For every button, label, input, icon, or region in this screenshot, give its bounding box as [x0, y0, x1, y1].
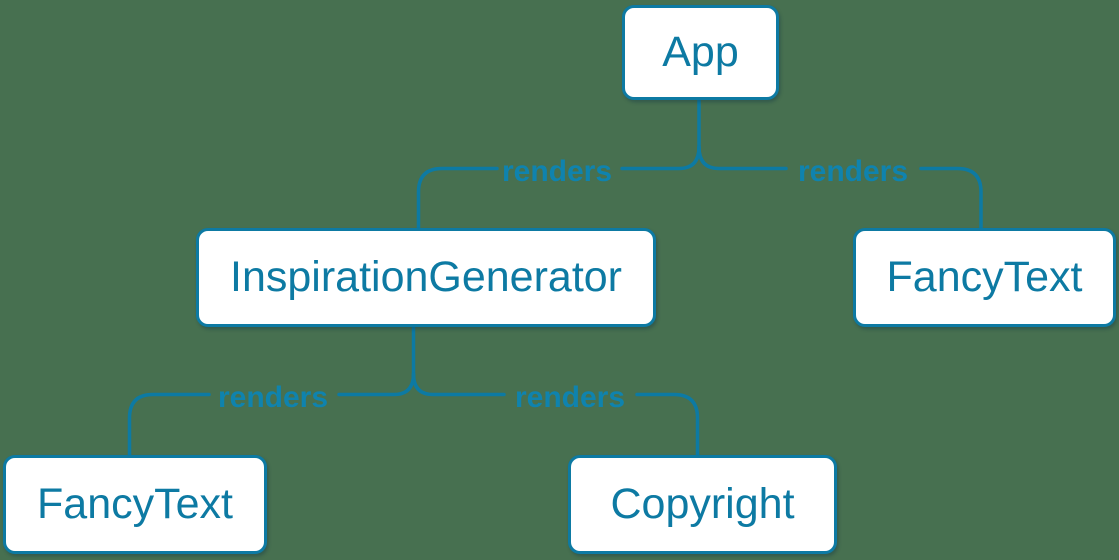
edge-inspirationgenerator-copyright-drop	[635, 392, 700, 458]
edge-app-inspirationgenerator-flare	[620, 145, 701, 171]
node-fancy-text-bottom: FancyText	[3, 455, 267, 554]
edge-inspirationgenerator-fancytext-flare	[337, 372, 416, 397]
node-copyright-label: Copyright	[610, 480, 795, 528]
node-inspiration-generator: InspirationGenerator	[196, 228, 656, 327]
node-fancy-text-top-label: FancyText	[886, 253, 1083, 301]
edge-label-app-fancytext: renders	[798, 155, 908, 188]
edge-label-inspirationgenerator-fancytext: renders	[218, 381, 328, 414]
edge-inspirationgenerator-copyright-flare	[411, 372, 506, 397]
node-copyright: Copyright	[568, 455, 837, 554]
edge-inspirationgenerator-fancytext-drop	[127, 392, 211, 458]
edge-app-fancytext-flare	[697, 145, 788, 171]
node-inspiration-generator-label: InspirationGenerator	[230, 253, 622, 301]
edge-app-fancytext-drop	[919, 166, 983, 231]
edge-label-app-inspirationgenerator: renders	[502, 155, 612, 188]
node-app-label: App	[662, 28, 739, 76]
node-fancy-text-bottom-label: FancyText	[37, 480, 233, 528]
node-app: App	[622, 5, 779, 100]
edge-label-inspirationgenerator-copyright: renders	[515, 381, 625, 414]
edge-app-inspirationgenerator-drop	[416, 166, 499, 231]
node-fancy-text-top: FancyText	[853, 228, 1116, 327]
